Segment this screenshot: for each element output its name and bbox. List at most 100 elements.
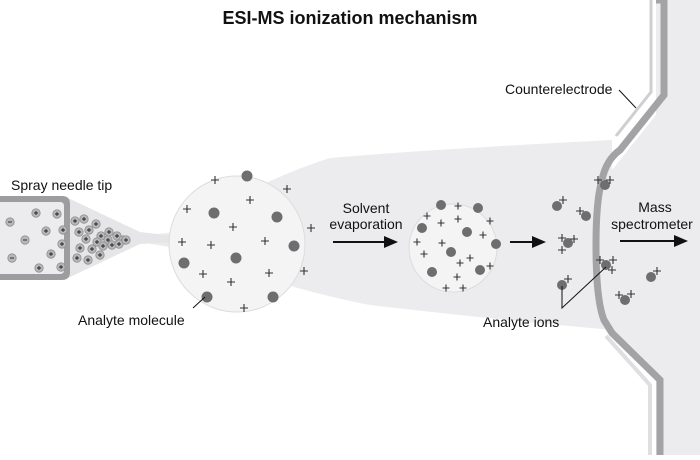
plus-sign-icon	[101, 244, 105, 248]
analyte-molecule-dot	[417, 223, 427, 233]
plus-sign-icon	[37, 266, 41, 270]
large-droplet	[168, 175, 306, 313]
plus-charge-icon	[246, 196, 254, 204]
plus-sign-icon	[124, 238, 128, 242]
plus-charge-icon	[300, 267, 308, 275]
plus-charge-icon	[423, 212, 431, 220]
analyte-molecule-label: Analyte molecule	[78, 312, 185, 328]
plus-charge-icon	[437, 219, 445, 227]
evaporation-arrow	[333, 236, 398, 248]
plus-sign-icon	[95, 240, 99, 244]
counterelectrode-label: Counterelectrode	[505, 81, 613, 97]
plus-charge-icon	[454, 215, 462, 223]
analyte-molecule-dot	[267, 291, 279, 303]
analyte-molecule-dot	[271, 211, 283, 223]
plus-charge-icon	[594, 176, 602, 184]
analyte-molecule-leader	[192, 296, 206, 309]
plus-charge-icon	[466, 254, 474, 262]
plus-sign-icon	[94, 222, 98, 226]
plus-sign-icon	[73, 219, 77, 223]
plus-sign-icon	[117, 242, 121, 246]
plus-charge-icon	[199, 270, 207, 278]
analyte-molecule-dot	[178, 257, 190, 269]
analyte-molecule-dot	[552, 201, 562, 211]
plus-charge-icon	[479, 231, 487, 239]
plus-charge-icon	[453, 273, 461, 281]
plus-charge-icon	[261, 237, 269, 245]
plus-sign-icon	[77, 230, 81, 234]
analyte-molecule-dot	[646, 272, 656, 282]
plus-charge-icon	[558, 246, 566, 254]
analyte-molecule-dot	[620, 295, 630, 305]
plus-charge-icon	[606, 176, 614, 184]
plus-sign-icon	[84, 237, 88, 241]
plus-charge-icon	[596, 256, 604, 264]
plus-charge-icon	[265, 269, 273, 277]
analyte-molecule-dot	[601, 260, 611, 270]
analyte-molecule-dot	[427, 267, 437, 277]
plus-charge-icon	[413, 238, 421, 246]
solvent-label-line2: evaporation	[329, 216, 402, 232]
spray-needle-label: Spray needle tip	[11, 177, 112, 193]
plus-charge-icon	[486, 217, 494, 225]
plus-sign-icon	[99, 234, 103, 238]
counterelectrode-leader	[618, 89, 637, 109]
plus-sign-icon	[44, 229, 48, 233]
mass-spectrometer-label-line2: spectrometer	[611, 216, 693, 232]
plus-sign-icon	[49, 252, 53, 256]
plus-sign-icon	[60, 242, 64, 246]
analyte-molecule-dot	[436, 200, 446, 210]
analyte-molecule-dot	[230, 252, 242, 264]
diagram-title: ESI-MS ionization mechanism	[222, 8, 478, 28]
plus-charge-icon	[559, 196, 567, 204]
analyte-molecule-dot	[473, 203, 483, 213]
plus-charge-icon	[227, 278, 235, 286]
plus-sign-icon	[115, 234, 119, 238]
plus-sign-icon	[110, 243, 114, 247]
plus-sign-icon	[55, 212, 59, 216]
plus-charge-icon	[459, 284, 467, 292]
plus-sign-icon	[75, 256, 79, 260]
analyte-molecule-dot	[563, 238, 573, 248]
analyte-ions-leader	[561, 266, 607, 310]
plus-sign-icon	[86, 258, 90, 262]
plus-sign-icon	[106, 238, 110, 242]
analyte-molecule-dot	[557, 280, 567, 290]
analyte-molecule-dot	[462, 227, 472, 237]
analyte-molecule-dot	[581, 211, 591, 221]
plus-charge-icon	[454, 202, 462, 210]
plus-sign-icon	[59, 265, 63, 269]
plus-charge-icon	[229, 223, 237, 231]
plus-charge-icon	[615, 291, 623, 299]
plus-charge-icon	[456, 259, 464, 267]
plus-charge-icon	[420, 250, 428, 258]
plus-charge-icon	[207, 241, 215, 249]
plus-charge-icon	[438, 239, 446, 247]
plus-charge-icon	[627, 290, 635, 298]
plus-sign-icon	[61, 228, 65, 232]
plus-sign-icon	[107, 230, 111, 234]
plus-sign-icon	[82, 217, 86, 221]
plus-charge-icon	[486, 262, 494, 270]
mass-spectrometer-label-line1: Mass	[638, 199, 671, 215]
counterelectrode	[592, 0, 668, 455]
plus-charge-icon	[283, 185, 291, 193]
plus-sign-icon	[98, 253, 102, 257]
plus-charge-icon	[576, 207, 584, 215]
plus-charge-icon	[183, 205, 191, 213]
plus-charge-icon	[564, 275, 572, 283]
plus-charge-icon	[570, 235, 578, 243]
analyte-molecule-dot	[600, 180, 610, 190]
plus-charge-icon	[609, 256, 617, 264]
plus-charge-icon	[653, 267, 661, 275]
solvent-label-line1: Solvent	[343, 200, 390, 216]
plus-charge-icon	[442, 284, 450, 292]
plus-charge-icon	[178, 238, 186, 246]
plus-charge-icon	[240, 304, 248, 312]
mass-spectrometer-arrow	[620, 235, 688, 247]
plus-sign-icon	[90, 247, 94, 251]
plus-charge-icon	[211, 176, 219, 184]
plus-charge-icon	[558, 234, 566, 242]
